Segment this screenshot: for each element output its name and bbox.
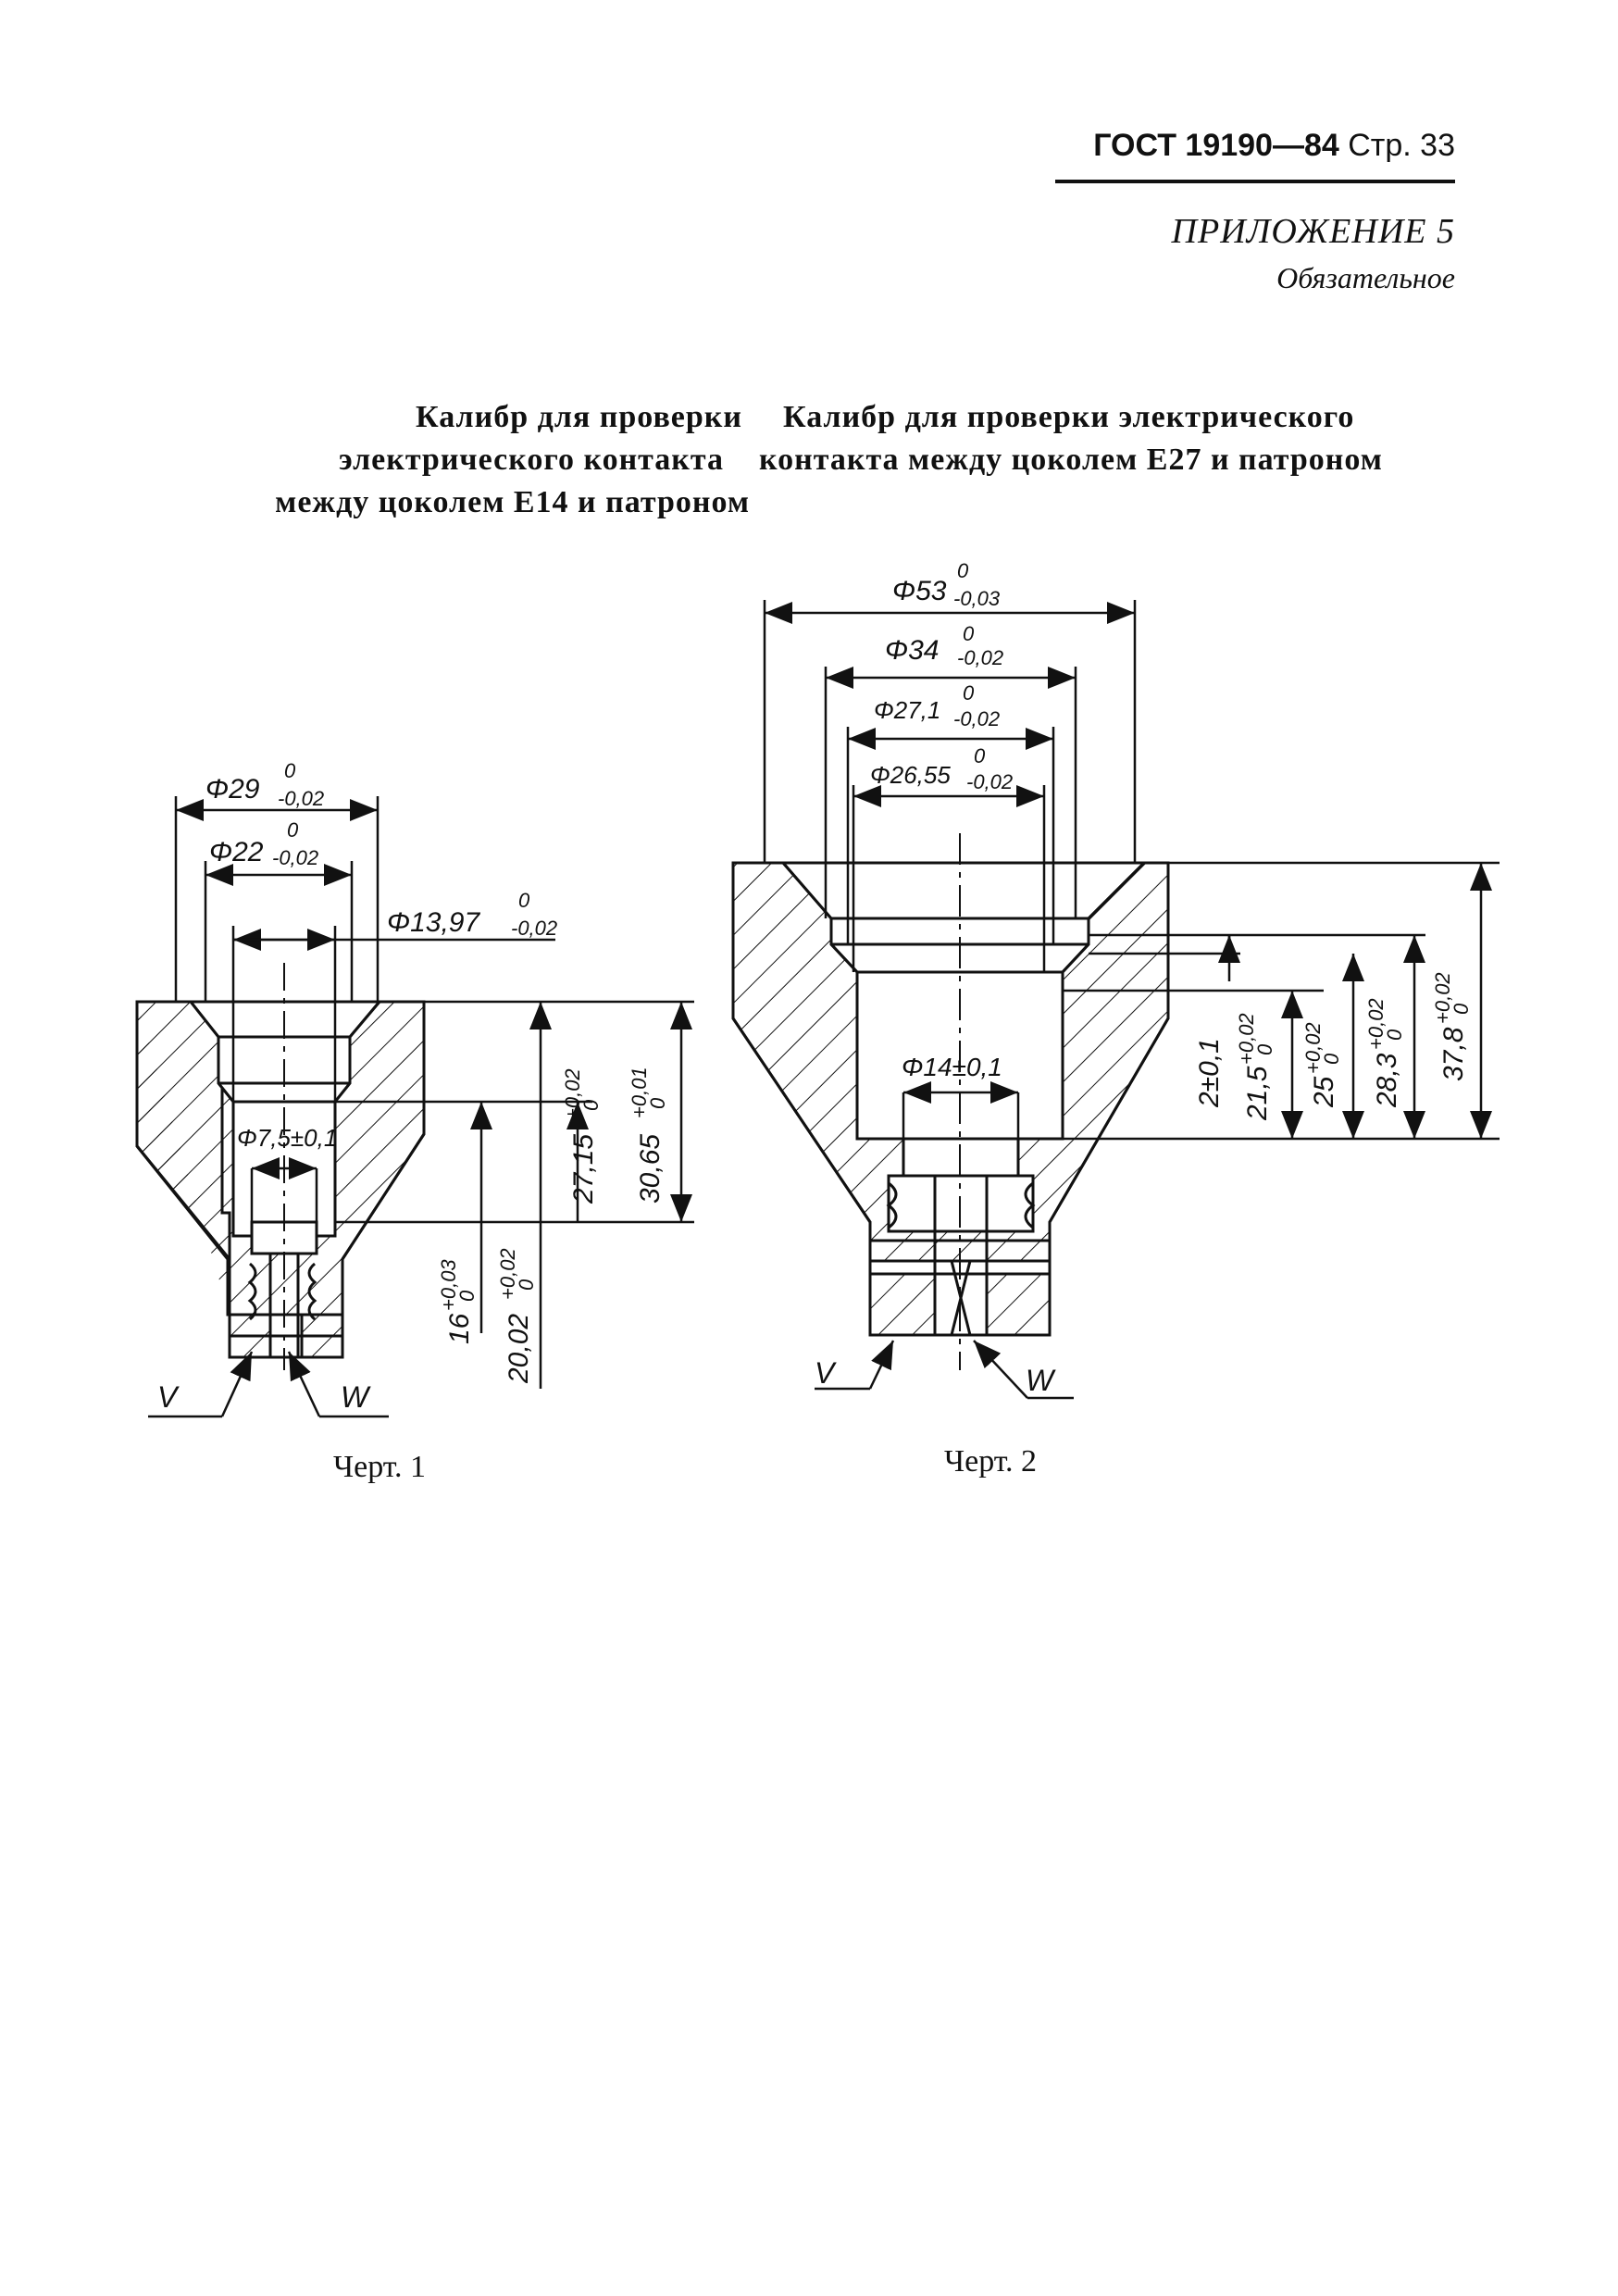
caption-left-line-1: Калибр для проверки: [416, 400, 742, 434]
fig2-d2655: Φ26,55: [870, 761, 951, 789]
fig2-h215: 21,5: [1242, 1066, 1273, 1121]
figure-2-drawing: [731, 833, 1170, 1370]
fig2-h25: 25: [1309, 1076, 1339, 1108]
fig1-h3065: 30,65: [635, 1134, 666, 1204]
figure-1-dim-text: Φ29 0 -0,02 Φ22 0 -0,02 Φ13,97 0 -0,02 Φ…: [157, 759, 669, 1414]
figure-2-label: Черт. 2: [944, 1444, 1038, 1479]
figure-2-dimensions: [763, 600, 1500, 1400]
fig1-h2002-tol0: 0: [515, 1279, 538, 1291]
fig2-h283-tol0: 0: [1383, 1029, 1406, 1041]
fig2-h378-tol: +0,02: [1431, 972, 1454, 1024]
fig2-h378-tol0: 0: [1450, 1003, 1473, 1015]
fig2-d271: Φ27,1: [874, 696, 940, 724]
fig2-h215-tol0: 0: [1253, 1043, 1276, 1055]
fig2-d271-tol-dn: -0,02: [953, 707, 1000, 730]
fig2-h25-group: 25 +0,02 0: [1301, 1022, 1343, 1108]
fig2-d14: Φ14±0,1: [902, 1053, 1002, 1081]
fig1-d29-tol-dn: -0,02: [278, 787, 324, 810]
fig2-h215-tol: +0,02: [1235, 1013, 1258, 1065]
appendix-status: Обязательное: [1276, 261, 1455, 294]
figure-2-dim-text: Φ53 0 -0,03 Φ34 0 -0,02 Φ27,1 0 -0,02 Φ2…: [815, 559, 1473, 1397]
caption-left: Калибр для проверки электрического конта…: [194, 396, 750, 524]
fig2-marker-v: V: [815, 1356, 837, 1390]
figure-1-drawing: [135, 963, 426, 1370]
fig1-d75: Φ7,5±0,1: [237, 1124, 337, 1152]
fig1-d29: Φ29: [205, 774, 260, 805]
fig1-d22: Φ22: [209, 837, 264, 867]
fig1-h2715: 27,15: [568, 1134, 599, 1204]
fig1-h3065-tol: +0,01: [628, 1067, 651, 1118]
fig1-h2002: 20,02: [504, 1314, 534, 1384]
fig2-d53-tol-dn: -0,03: [953, 587, 1001, 610]
fig2-h2: 2±0,1: [1194, 1038, 1225, 1108]
fig2-h378: 37,8: [1438, 1027, 1469, 1081]
fig1-h16-tol0: 0: [455, 1290, 479, 1302]
page-label: Стр.: [1348, 128, 1412, 163]
standard-number: ГОСТ 19190—84: [1093, 128, 1339, 163]
caption-right-line-2: контакта между цоколем Е27 и патроном: [759, 443, 1383, 477]
fig1-h2002-group: 20,02 +0,02 0: [496, 1248, 538, 1384]
caption-left-line-2: электрического контакта: [338, 443, 724, 477]
fig1-d1397-tol-dn: -0,02: [511, 917, 557, 940]
fig2-marker-w: W: [1026, 1364, 1056, 1397]
caption-left-line-3: между цоколем Е14 и патроном: [275, 485, 750, 519]
fig1-h3065-tol0: 0: [646, 1097, 669, 1109]
fig2-h283-group: 28,3 +0,02 0: [1364, 998, 1406, 1108]
fig2-d34: Φ34: [885, 635, 939, 666]
fig1-h16: 16: [444, 1313, 475, 1344]
fig1-h16-tol: +0,03: [437, 1259, 460, 1311]
fig1-d22-tol-up: 0: [287, 818, 299, 842]
fig2-h25-tol: +0,02: [1301, 1022, 1325, 1074]
figure-1-label: Черт. 1: [333, 1450, 427, 1484]
figure-1-dimensions: [148, 796, 694, 1418]
fig2-d271-tol-up: 0: [963, 681, 975, 705]
fig2-d53: Φ53: [892, 576, 947, 606]
caption-right: Калибр для проверки электрического конта…: [759, 396, 1425, 481]
fig2-h378-group: 37,8 +0,02 0: [1431, 972, 1473, 1081]
page-header: ГОСТ 19190—84 Стр. 33: [1055, 128, 1455, 164]
fig1-h2715-tol0: 0: [579, 1099, 603, 1111]
fig2-d34-tol-dn: -0,02: [957, 646, 1003, 669]
fig1-d1397-tol-up: 0: [518, 889, 530, 912]
fig1-h3065-group: 30,65 +0,01 0: [628, 1067, 669, 1204]
appendix-title: ПРИЛОЖЕНИЕ 5: [1171, 212, 1455, 251]
fig2-d2655-tol-up: 0: [974, 744, 986, 767]
caption-right-line-1: Калибр для проверки электрического: [783, 400, 1355, 434]
fig1-h2715-group: 27,15 +0,02 0: [561, 1068, 603, 1204]
fig2-h215-group: 21,5 +0,02 0: [1235, 1013, 1276, 1121]
fig2-h283-tol: +0,02: [1364, 998, 1388, 1050]
fig2-h2-group: 2±0,1: [1194, 1038, 1225, 1108]
page-number: 33: [1420, 128, 1455, 163]
fig2-d2655-tol-dn: -0,02: [966, 770, 1013, 793]
fig1-marker-v: V: [157, 1380, 180, 1414]
fig1-marker-w: W: [341, 1380, 371, 1414]
fig2-h25-tol0: 0: [1320, 1053, 1343, 1065]
fig1-h16-group: 16 +0,03 0: [437, 1259, 479, 1344]
fig1-h2715-tol: +0,02: [561, 1068, 584, 1120]
fig1-d22-tol-dn: -0,02: [272, 846, 318, 869]
header-rule: [1055, 180, 1455, 183]
fig1-d1397: Φ13,97: [387, 907, 480, 938]
fig2-d53-tol-up: 0: [957, 559, 969, 582]
fig2-h283: 28,3: [1372, 1053, 1402, 1108]
fig1-d29-tol-up: 0: [284, 759, 296, 782]
fig1-h2002-tol: +0,02: [496, 1248, 519, 1300]
fig2-d34-tol-up: 0: [963, 622, 975, 645]
